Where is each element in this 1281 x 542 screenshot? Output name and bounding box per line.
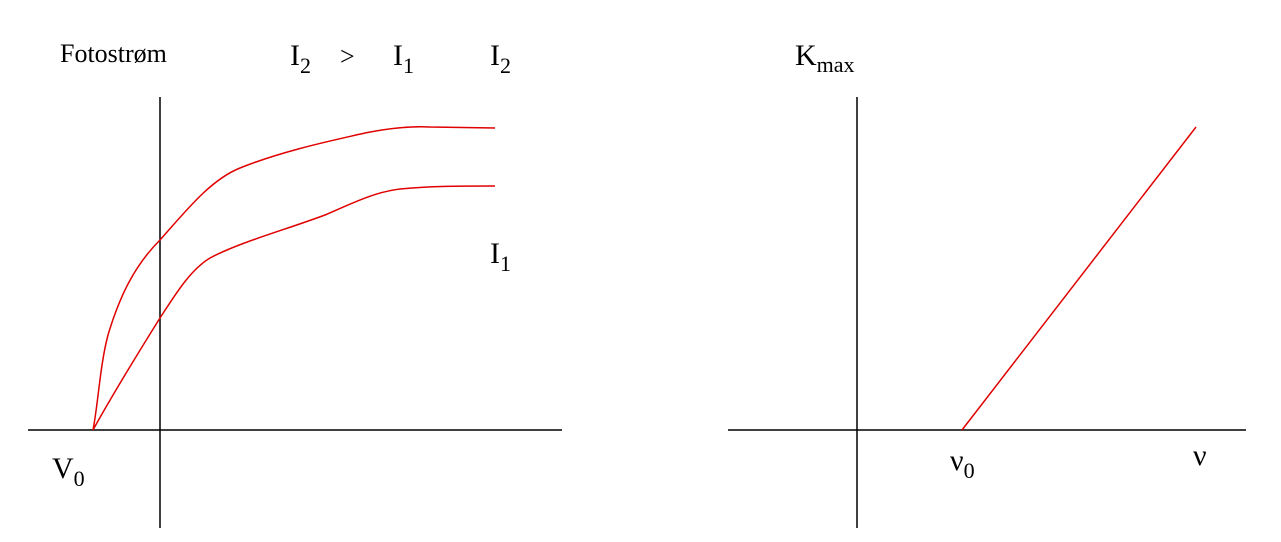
stopping-potential-label: V0 — [52, 452, 85, 491]
kmax-vs-frequency-line — [961, 126, 1197, 431]
curve-label-i1-sub: 1 — [500, 251, 511, 276]
relation-right-sub: 1 — [403, 53, 414, 78]
kmax-sub: max — [817, 52, 855, 77]
curve-label-i1-base: I — [490, 237, 500, 270]
photocurrent-curve-i1 — [92, 185, 496, 431]
intensity-relation: I2 > I1 — [290, 39, 414, 80]
left-y-axis-label: Fotostrøm — [60, 39, 167, 68]
curve-label-i2-base: I — [490, 39, 500, 72]
threshold-frequency-label: ν0 — [950, 444, 975, 483]
stopping-potential-base: V — [52, 452, 74, 485]
relation-right-base: I — [393, 39, 403, 72]
right-y-axis-label: Kmax — [795, 39, 855, 77]
curve-label-i2: I2 — [490, 39, 511, 78]
right-panel: Kmax ν0 ν — [728, 39, 1246, 528]
threshold-frequency-base: ν — [950, 444, 964, 477]
threshold-frequency-sub: 0 — [964, 458, 975, 483]
relation-left-sub: 2 — [300, 53, 311, 78]
photocurrent-curve-i2 — [92, 126, 496, 431]
right-x-axis-label: ν — [1193, 439, 1207, 472]
relation-left-base: I — [290, 39, 300, 72]
relation-operator: > — [340, 42, 355, 71]
curve-label-i1: I1 — [490, 237, 511, 276]
stopping-potential-sub: 0 — [74, 466, 85, 491]
left-panel: Fotostrøm I2 > I1 I2 I1 V0 — [28, 39, 562, 528]
curve-label-i2-sub: 2 — [500, 53, 511, 78]
kmax-base: K — [795, 39, 817, 72]
